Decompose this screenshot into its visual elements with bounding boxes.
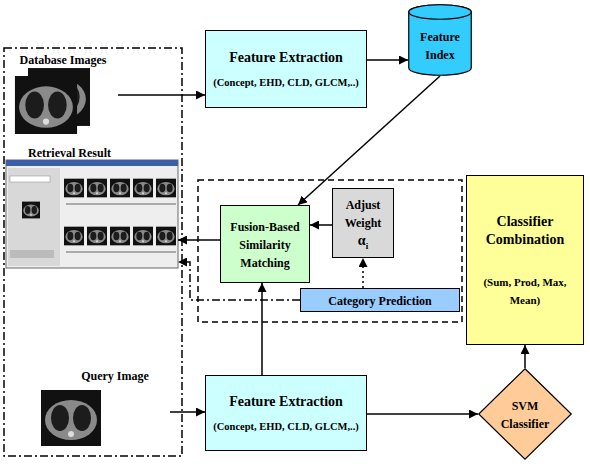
connector-arrow <box>118 94 205 96</box>
side-panel <box>8 168 60 266</box>
node-note: (Concept, EHD, CLD, GLCM,..) <box>213 77 359 88</box>
title-bar <box>6 160 178 166</box>
group-frame <box>198 180 462 322</box>
process-box: Feature Extraction (Concept, EHD, CLD, GL… <box>205 30 367 108</box>
caption-bars <box>66 203 176 205</box>
node-label: Feature Extraction <box>229 394 343 409</box>
node-label: Retrieval Result <box>28 146 111 160</box>
ct-thumbnail <box>110 179 130 198</box>
text-line: Retrieval Result <box>28 143 111 161</box>
ct-image <box>15 76 77 134</box>
text-line: (Sum, Prod, Max, Mean) <box>471 272 579 308</box>
connector-arrow <box>170 411 205 413</box>
connector-arrow <box>310 224 332 226</box>
node-label: Feature Extraction <box>229 50 343 65</box>
connector-arrow <box>178 239 220 241</box>
caption-bars <box>66 251 176 253</box>
ct-thumbnail <box>156 227 176 246</box>
image-panel: Query Image <box>60 366 170 450</box>
process-box: Feature Extraction (Concept, EHD, CLD, GL… <box>205 375 367 451</box>
node-note: (Concept, EHD, CLD, GLCM,..) <box>213 421 359 432</box>
text-line: Feature Index <box>410 27 470 63</box>
node-label: Classifier Combination <box>486 214 565 247</box>
text-line: Feature Extraction <box>229 48 343 66</box>
ct-thumbnail <box>87 179 107 198</box>
ct-thumbnail <box>64 179 84 198</box>
cylinder-body <box>409 5 472 76</box>
node-note: α <box>358 233 366 248</box>
node-label: Feature Index <box>420 30 460 62</box>
status-bar: Category Prediction <box>300 288 460 312</box>
text-line: Classifier Combination <box>471 212 579 248</box>
diamond-outline <box>478 368 572 460</box>
text-line: Query Image <box>81 366 149 384</box>
image-panel: Database Images <box>8 50 118 135</box>
diamond-shape <box>479 369 572 460</box>
ct-thumbnail <box>110 227 130 246</box>
ct-thumbnail <box>133 227 153 246</box>
node-label: Category Prediction <box>328 294 431 308</box>
ct-thumbnail <box>87 227 107 246</box>
process-box: Classifier Combination (Sum, Prod, Max, M… <box>466 175 584 345</box>
node-label: SVM Classifier <box>501 399 550 431</box>
node-note: (Sum, Prod, Max, Mean) <box>483 276 566 306</box>
ct-image <box>41 390 101 446</box>
connector-arrow <box>367 59 408 61</box>
text-line: Fusion-Based Similarity Matching <box>225 217 305 271</box>
connector-arrow <box>362 258 364 288</box>
screenshot <box>6 160 178 268</box>
text-line: Database Images <box>20 50 107 68</box>
process-box: Adjust Weightαi <box>332 188 394 258</box>
text-line: (Concept, EHD, CLD, GLCM,..) <box>213 416 359 434</box>
node-label: Fusion-Based Similarity Matching <box>230 220 299 270</box>
text-line: αi <box>358 231 368 252</box>
cylinder-top <box>409 5 472 20</box>
decision-diamond: SVM Classifier <box>478 368 572 460</box>
button <box>10 250 54 258</box>
ct-thumbnail <box>156 179 176 198</box>
group-frame <box>4 48 182 456</box>
ct-thumbnail <box>64 227 84 246</box>
text-line: (Concept, EHD, CLD, GLCM,..) <box>213 72 359 90</box>
database-cylinder: Feature Index <box>408 4 472 76</box>
text-line: Feature Extraction <box>229 392 343 410</box>
image-panel: Retrieval Result <box>8 143 178 270</box>
connector-arrow <box>524 345 526 368</box>
text-line: SVM Classifier <box>498 396 552 432</box>
connector-arrow <box>367 413 478 415</box>
ct-thumbnail <box>133 179 153 198</box>
node-note: i <box>366 241 369 251</box>
input-field <box>10 176 50 182</box>
text-line: Adjust Weight <box>335 195 391 231</box>
ct-thumbnail <box>22 202 40 219</box>
window-frame <box>6 160 178 268</box>
process-box: Fusion-Based Similarity Matching <box>220 205 310 283</box>
node-label: Database Images <box>20 53 107 67</box>
text-line: Category Prediction <box>328 291 431 309</box>
node-label: Adjust Weight <box>345 198 382 230</box>
node-label: Query Image <box>81 369 149 383</box>
connector-arrow <box>261 283 263 375</box>
